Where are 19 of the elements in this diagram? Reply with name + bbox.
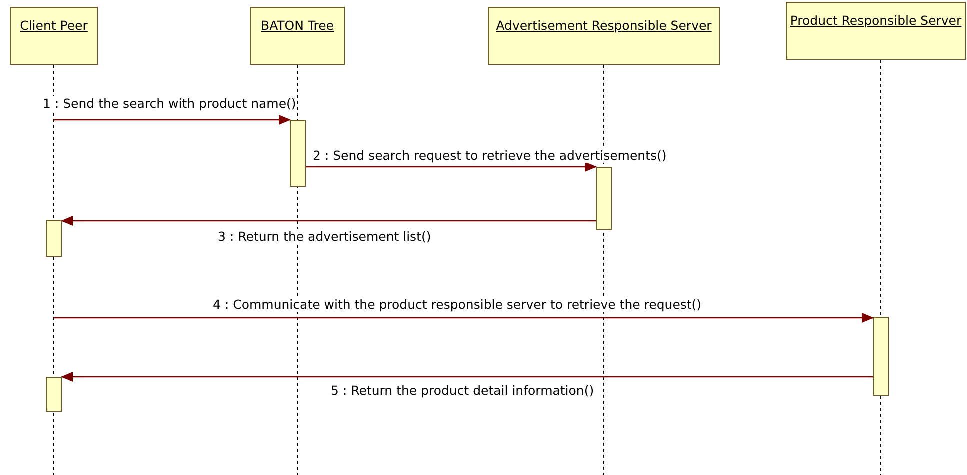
message-arrow [54, 313, 874, 323]
lifeline-header: Client Peer [10, 7, 98, 65]
message-label: 1 : Send the search with product name() [42, 96, 298, 111]
message-arrow [54, 115, 291, 125]
message-label: 5 : Return the product detail information() [330, 383, 596, 398]
activation-bar [46, 220, 62, 257]
message-arrow [61, 372, 873, 382]
lifeline-header: Advertisement Responsible Server [488, 7, 720, 65]
activation-bar [290, 120, 306, 187]
message-arrow [61, 216, 596, 226]
activation-bar [873, 317, 889, 396]
activation-bar [596, 167, 612, 230]
message-label: 3 : Return the advertisement list() [217, 229, 432, 244]
lifeline-header: BATON Tree [250, 7, 345, 65]
activation-bar [46, 377, 62, 412]
message-label: 4 : Communicate with the product responsible server to retrieve the request() [212, 297, 703, 312]
message-label: 2 : Send search request to retrieve the advertisements() [312, 148, 668, 163]
lifeline-header: Product Responsible Server [786, 2, 966, 60]
message-arrow [306, 162, 597, 172]
